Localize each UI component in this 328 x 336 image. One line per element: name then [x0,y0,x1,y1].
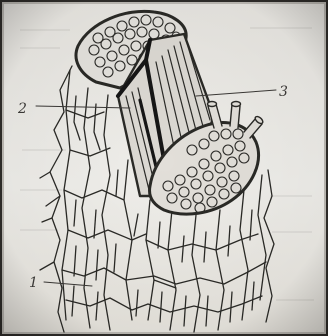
scanned-illustration: 1 2 3 [0,0,328,336]
stem-cross-section-drawing [0,0,328,336]
